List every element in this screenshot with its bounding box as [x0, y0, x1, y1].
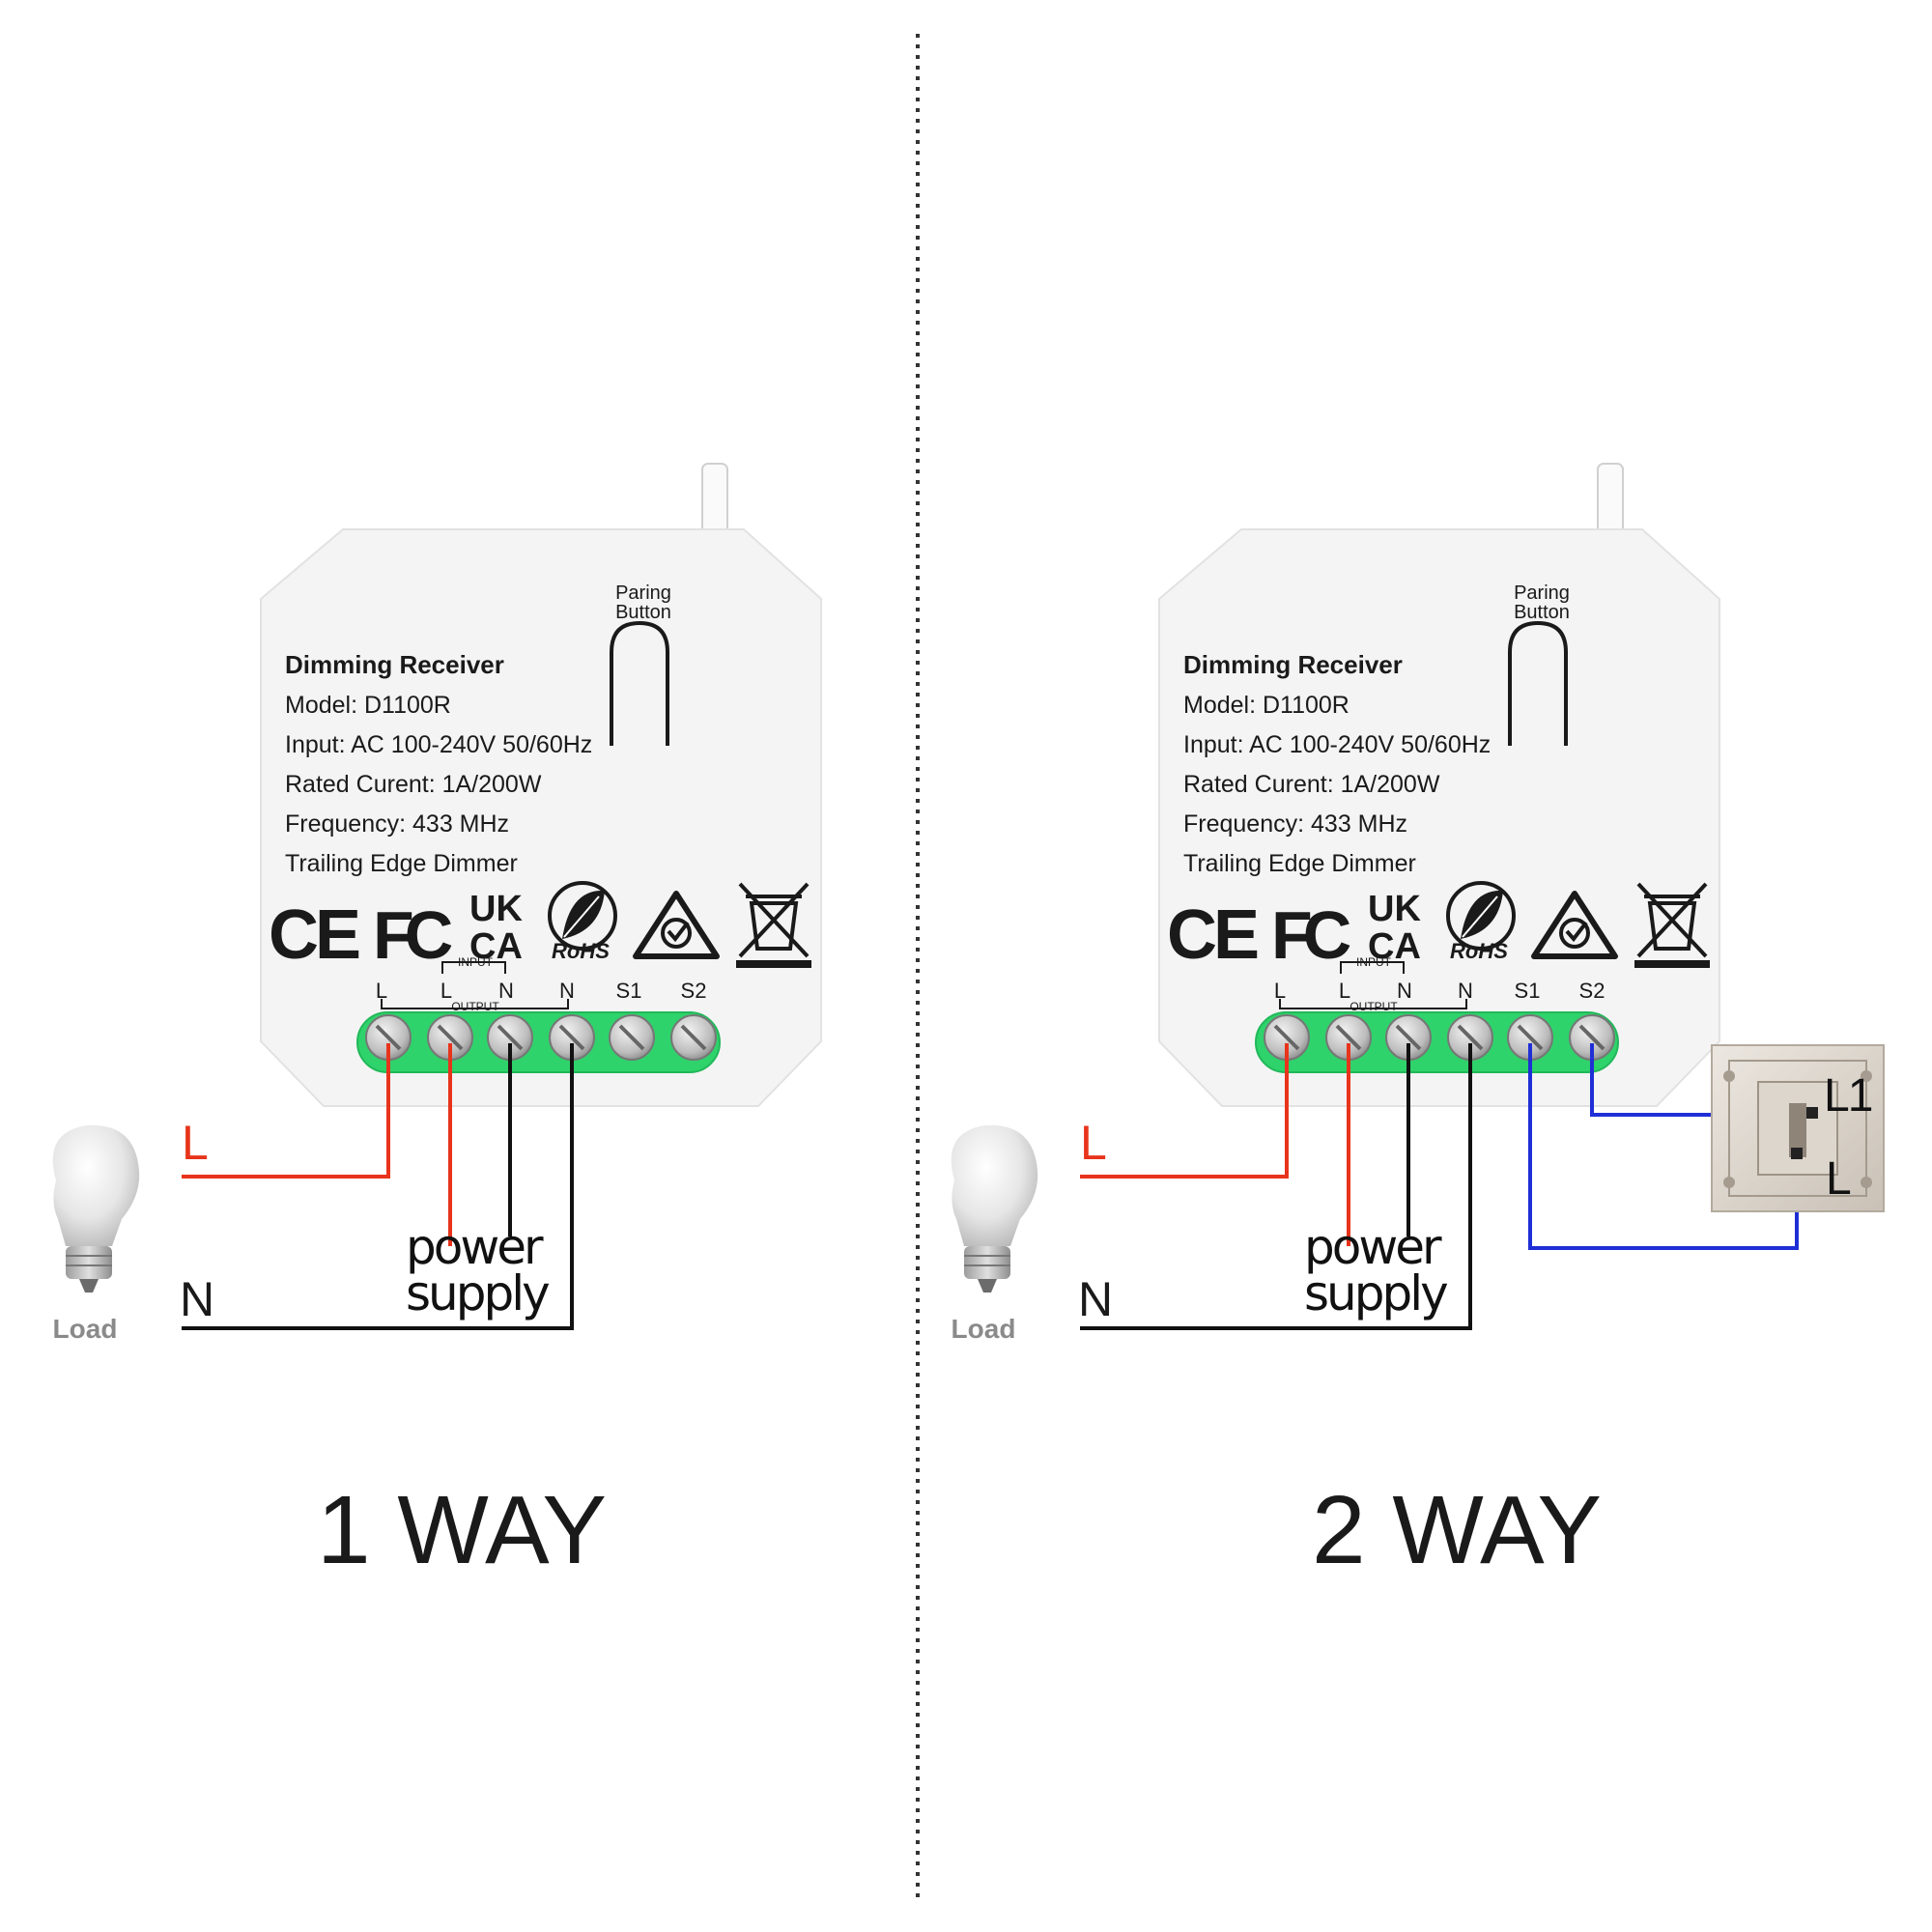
live-wire-label: L [1080, 1116, 1107, 1170]
panel-one-way: Paring Button Dimming Receiver Model: D1… [52, 463, 822, 1584]
terminal-label-s2: S2 [681, 979, 707, 1003]
terminal-screw[interactable] [1325, 1014, 1372, 1061]
terminal-label-n: N [1458, 979, 1473, 1003]
ukca-mark-uk: UK [1368, 889, 1421, 929]
spec-line: Model: D1100R [1183, 692, 1350, 719]
load-label: Load [53, 1314, 118, 1344]
output-bracket-label: OUTPUT [1350, 1000, 1398, 1013]
panel-caption: 2 WAY [1312, 1476, 1602, 1584]
terminal-screw[interactable] [609, 1014, 655, 1061]
neutral-wire-label: N [180, 1272, 214, 1326]
terminal-label-n: N [1397, 979, 1412, 1003]
weee-bin-icon [736, 882, 811, 968]
terminal-block [356, 1011, 721, 1073]
pairing-button[interactable] [1508, 620, 1568, 746]
terminal-block [1255, 1011, 1619, 1073]
live-wire-load [1080, 1043, 1289, 1179]
pairing-button-label-2: Button [615, 602, 671, 623]
power-supply-label-power: power [1304, 1219, 1442, 1275]
receiver-body [1158, 528, 1720, 1107]
power-supply-label-power: power [406, 1219, 544, 1275]
fcc-mark: FC [373, 897, 452, 973]
ce-mark: CE [269, 896, 359, 974]
output-bracket-label: OUTPUT [451, 1000, 499, 1013]
spec-line: Model: D1100R [285, 692, 451, 719]
neutral-wire-load [1080, 1043, 1472, 1330]
device-title: Dimming Receiver [1183, 650, 1403, 679]
power-supply-label-supply: supply [406, 1265, 550, 1321]
terminal-labels: L L N N S1 S2 INPUT OUTPUT [1274, 955, 1605, 1013]
spec-line: Frequency: 433 MHz [285, 810, 509, 838]
terminal-label-s2: S2 [1579, 979, 1605, 1003]
certification-marks: CE FC UK CA RoHS [269, 881, 811, 974]
input-bracket-label: INPUT [458, 955, 494, 969]
rohs-mark: RoHS [1450, 939, 1508, 963]
live-wire-label: L [182, 1116, 209, 1170]
ukca-mark-ca: CA [1368, 926, 1421, 967]
switch-terminal-label-l: L [1826, 1153, 1852, 1205]
panel-caption: 1 WAY [317, 1476, 607, 1584]
fcc-mark: FC [1271, 897, 1350, 973]
rohs-mark: RoHS [552, 939, 610, 963]
pairing-button-label-1: Paring [1514, 582, 1570, 604]
spec-line: Rated Curent: 1A/200W [285, 771, 542, 798]
terminal-label-n: N [559, 979, 575, 1003]
power-supply-label-supply: supply [1304, 1265, 1448, 1321]
terminal-screw[interactable] [1447, 1014, 1493, 1061]
spec-line: Frequency: 433 MHz [1183, 810, 1407, 838]
ukca-mark-uk: UK [469, 889, 523, 929]
neutral-wire-load [182, 1043, 574, 1330]
spec-line: Input: AC 100-240V 50/60Hz [1183, 731, 1491, 758]
rcm-triangle-icon [1531, 891, 1618, 959]
terminal-label-s1: S1 [616, 979, 642, 1003]
pairing-button[interactable] [610, 620, 669, 746]
spec-line: Rated Curent: 1A/200W [1183, 771, 1440, 798]
spec-line: Trailing Edge Dimmer [1183, 850, 1416, 877]
rohs-leaf-icon [548, 881, 617, 951]
light-bulb-icon [951, 1124, 1038, 1293]
terminal-screw[interactable] [670, 1014, 717, 1061]
terminal-label-l: L [1274, 979, 1286, 1003]
terminal-label-l: L [376, 979, 387, 1003]
receiver-body [260, 528, 822, 1107]
terminal-labels: L L N N S1 S2 INPUT OUTPUT [376, 955, 707, 1013]
ukca-mark-ca: CA [469, 926, 523, 967]
rohs-leaf-icon [1446, 881, 1516, 951]
terminal-label-n: N [498, 979, 514, 1003]
live-wire-load [182, 1043, 390, 1179]
wall-switch [1711, 1044, 1885, 1212]
terminal-screw[interactable] [427, 1014, 473, 1061]
pairing-button-label-2: Button [1514, 602, 1570, 623]
rcm-triangle-icon [633, 891, 720, 959]
pairing-button-label-1: Paring [615, 582, 671, 604]
spec-line: Trailing Edge Dimmer [285, 850, 518, 877]
terminal-screw[interactable] [1507, 1014, 1553, 1061]
switch-terminal-label-l1: L1 [1824, 1070, 1872, 1122]
terminal-screw[interactable] [1569, 1014, 1615, 1061]
terminal-screws [365, 1014, 717, 1061]
input-bracket-label: INPUT [1356, 955, 1392, 969]
certification-marks: CE FC UK CA RoHS [1167, 881, 1710, 974]
terminal-label-l: L [1339, 979, 1350, 1003]
light-bulb-icon [52, 1124, 140, 1293]
terminal-label-s1: S1 [1515, 979, 1541, 1003]
panel-two-way: Paring Button Dimming Receiver Model: D1… [951, 463, 1885, 1584]
neutral-wire-label: N [1078, 1272, 1113, 1326]
device-title: Dimming Receiver [285, 650, 504, 679]
load-label: Load [952, 1314, 1016, 1344]
ce-mark: CE [1167, 896, 1258, 974]
weee-bin-icon [1634, 882, 1710, 968]
terminal-label-l: L [440, 979, 452, 1003]
spec-line: Input: AC 100-240V 50/60Hz [285, 731, 592, 758]
